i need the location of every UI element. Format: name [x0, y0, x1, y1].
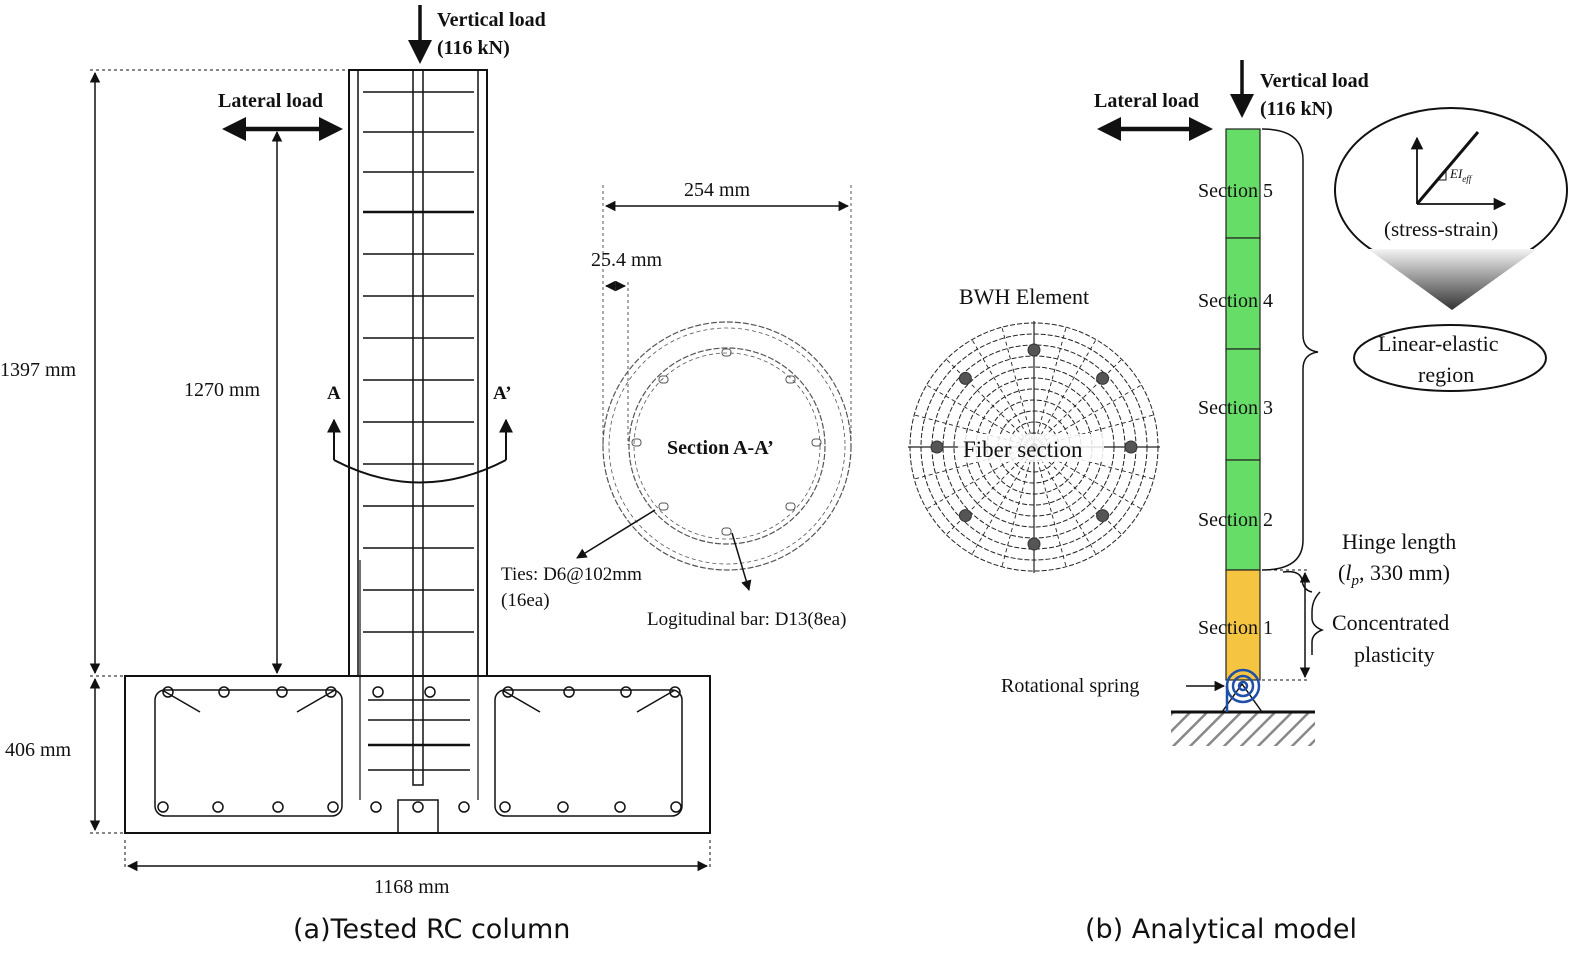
ties-label: Ties: D6@102mm — [501, 564, 642, 585]
dim-total-height-label: 1397 mm — [0, 359, 77, 381]
linear-elastic-label: Linear-elastic — [1378, 331, 1499, 356]
lateral-load-label: Lateral load — [218, 90, 323, 112]
plasticity-label: Concentrated — [1332, 610, 1449, 635]
fiber-radial — [970, 446, 1035, 557]
hinge-element — [1225, 569, 1261, 681]
fiber-radial — [970, 337, 1035, 448]
fiber-rebar — [958, 371, 972, 385]
hinge-length-value: (lp, 330 mm) — [1338, 560, 1450, 589]
stress-strain-label: (stress-strain) — [1384, 217, 1498, 241]
fiber-rebar — [1124, 440, 1138, 454]
fiber-rebar — [1027, 343, 1041, 357]
model-vertical-load-value: (116 kN) — [1260, 98, 1333, 120]
center-bar — [412, 69, 424, 786]
plasticity-brace — [1311, 591, 1325, 655]
model-vertical-load-label: Vertical load — [1260, 70, 1369, 92]
fiber-radial — [1033, 446, 1068, 569]
fiber-radial — [1033, 325, 1068, 448]
fiber-rebar — [958, 509, 972, 523]
magnifier-funnel — [1368, 249, 1537, 310]
section-mark-a: A — [327, 383, 341, 404]
dim-diameter-label: 254 mm — [684, 179, 751, 201]
footing-anchor — [397, 799, 439, 834]
footing-rebars — [157, 686, 682, 813]
fiber-radial — [1033, 337, 1098, 448]
vertical-load-label: Vertical load — [437, 9, 546, 31]
section-title: Section A-A’ — [667, 437, 774, 459]
footing-cage-left — [154, 689, 343, 817]
footing-cage-right — [494, 689, 683, 817]
linear-region-brace — [1261, 128, 1319, 571]
model-lateral-load-label: Lateral load — [1094, 90, 1199, 112]
fiber-section-label: Fiber section — [963, 437, 1083, 462]
elastic-element — [1225, 128, 1261, 239]
fiber-radial — [1000, 446, 1035, 569]
fiber-rebar — [1096, 371, 1110, 385]
rotational-spring-label: Rotational spring — [1001, 675, 1139, 697]
cross-section-drawing — [576, 185, 852, 592]
column-ties — [363, 91, 474, 771]
section-3-label: Section 3 — [1198, 397, 1273, 419]
longitudinal-label: Logitudinal bar: D13(8ea) — [647, 609, 846, 630]
fiber-rebar — [930, 440, 944, 454]
dim-load-height-label: 1270 mm — [184, 379, 261, 401]
elastic-element — [1225, 459, 1261, 571]
section-mark-a-prime: A’ — [493, 383, 512, 404]
section-cut-curve — [333, 459, 507, 484]
dim-footing-height-label: 406 mm — [5, 739, 72, 761]
elastic-line — [1415, 131, 1480, 205]
fiber-rebar — [1027, 537, 1041, 551]
stress-strain-bubble — [1334, 107, 1568, 273]
fiber-radial — [1033, 357, 1124, 448]
dim-footing-width-label: 1168 mm — [374, 876, 450, 898]
plasticity-label-2: plasticity — [1354, 642, 1435, 667]
linear-elastic-region-label: region — [1418, 362, 1474, 387]
section-bars — [631, 348, 822, 536]
section-4-label: Section 4 — [1198, 290, 1273, 312]
section-1-label: Section 1 — [1198, 617, 1273, 639]
fiber-radial — [1033, 446, 1098, 557]
tested-column-drawing — [89, 5, 711, 872]
fiber-rebar — [1096, 509, 1110, 523]
ties-count-label: (16ea) — [501, 590, 550, 611]
bwh-element-title: BWH Element — [959, 284, 1089, 309]
linear-elastic-bubble — [1353, 324, 1547, 392]
rotational-spring-icon — [1225, 668, 1261, 712]
section-tie-circle — [628, 347, 826, 545]
column-outline — [348, 69, 488, 677]
dim-cover-label: 25.4 mm — [591, 249, 663, 271]
section-2-label: Section 2 — [1198, 509, 1273, 531]
caption-b: (b) Analytical model — [1085, 914, 1357, 945]
fiber-radial — [944, 357, 1035, 448]
section-outer-circle — [602, 321, 852, 571]
stiffness-label: EIeff — [1449, 166, 1473, 184]
vertical-load-value: (116 kN) — [437, 37, 510, 59]
caption-a: (a)Tested RC column — [293, 914, 570, 945]
section-5-label: Section 5 — [1198, 180, 1273, 202]
analytical-model-drawing — [1097, 60, 1568, 746]
hinge-length-label: Hinge length — [1342, 529, 1456, 554]
elastic-element — [1225, 348, 1261, 461]
fiber-radial — [1000, 325, 1035, 448]
ground-hatch — [1171, 712, 1315, 746]
